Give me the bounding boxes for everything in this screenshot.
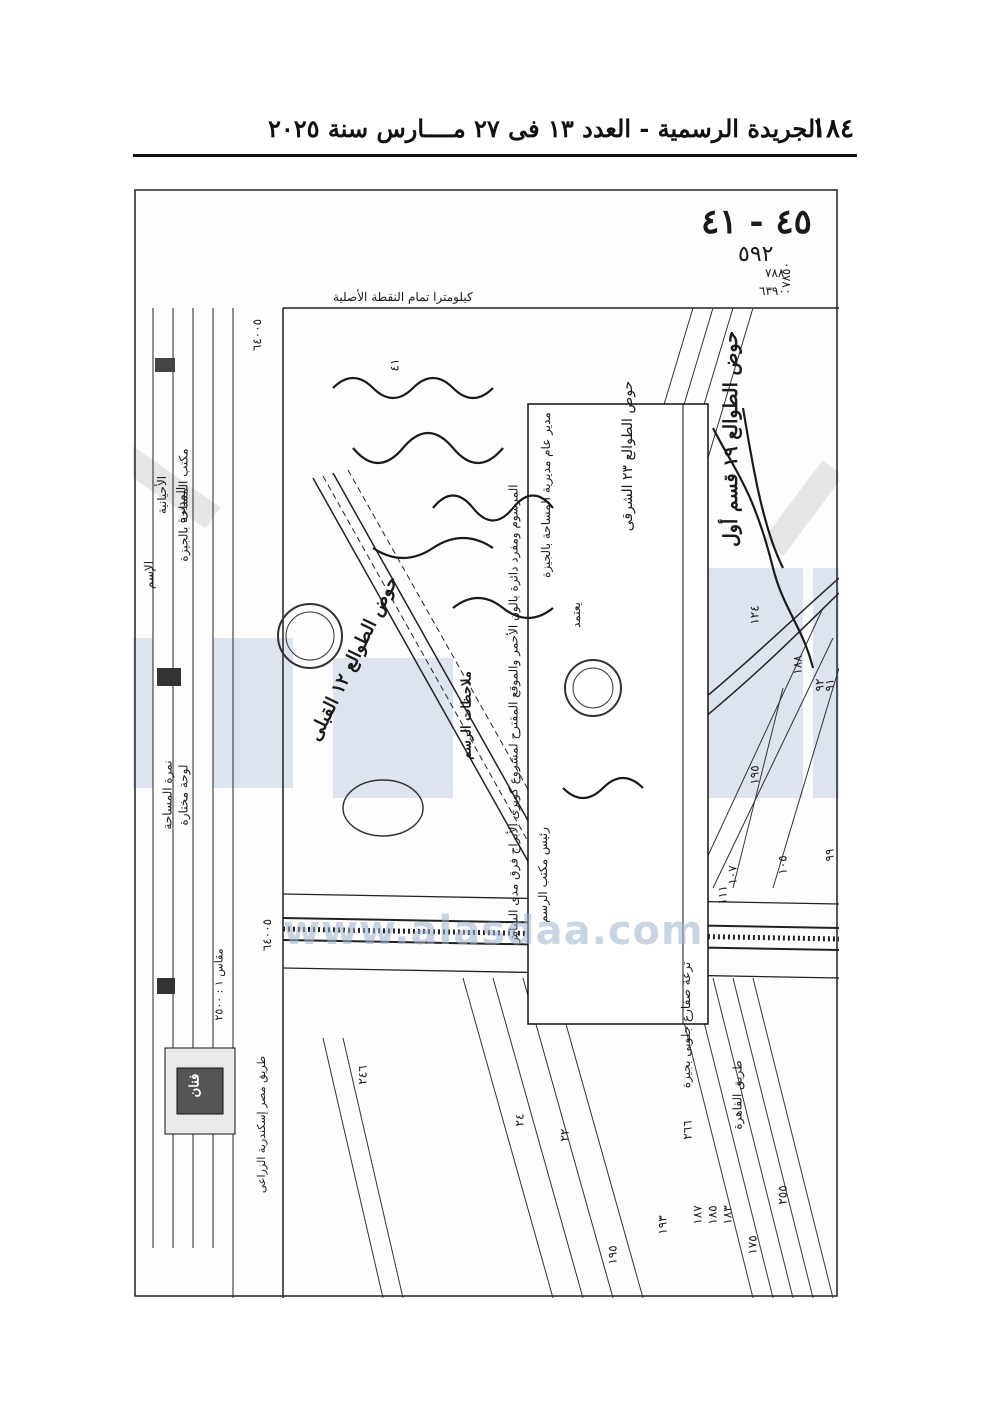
official-seal <box>277 603 622 837</box>
basin-label-1: حوض الطوالع ١٩ قسم أول <box>720 330 743 548</box>
parcel-number: ٢٤ <box>512 1113 527 1127</box>
legend-line-4: الإسم <box>142 560 157 590</box>
parcel-number: ١٧٥ <box>745 1235 760 1255</box>
coord-top-mid-2: ٦٣٩٠٠ <box>759 284 792 298</box>
parcel-number: ١٨٨ <box>790 655 805 675</box>
parcel-number: ١٨٥ <box>705 1205 720 1225</box>
parcel-number: ٩٩ <box>822 848 837 862</box>
reference-fraction-bottom: ٥٩٢ <box>738 242 774 267</box>
parcel-number: ١٩٣ <box>655 1215 670 1235</box>
legend-line-6: مقاس ١ : ٢٥٠٠ <box>212 948 226 1021</box>
parcel-number: ١٩٥ <box>747 765 762 785</box>
notes-line-1: المرسوم ومفرد دائرة بالون الأحمر والموقع… <box>506 484 521 946</box>
parcel-number: ١١١ <box>715 885 730 905</box>
parcel-number: ١٨٧ <box>690 1205 705 1225</box>
parcel-number: ٩١ <box>822 678 837 692</box>
parcel-number: ١٠٧ <box>725 865 740 885</box>
legend-line-5: لوحة مختارة <box>176 764 191 826</box>
gazette-header-title: الجريدة الرسمية - العدد ١٣ فى ٢٧ مــــار… <box>268 114 822 143</box>
reference-fraction-top: ٤٥ - ٤١ <box>701 202 812 242</box>
legend-icon <box>157 668 181 686</box>
coord-top-mid-1: ٧٨٨ <box>765 266 785 280</box>
notes-title: ملاحظات الرسم <box>459 671 475 760</box>
page-number: ١٨٤ <box>812 114 854 144</box>
parcel-number: ٢٥٥ <box>775 1185 790 1205</box>
cadastral-map-scan: ٤٥ - ٤١ ٥٩٢ كيلومترا تمام النقطة الأصلية… <box>133 188 839 1298</box>
handwriting <box>332 376 815 800</box>
coord-bottom-axis: ٦٤٠٠٥ <box>260 918 275 952</box>
legend-line-3: الأحيانية <box>155 475 170 515</box>
scale-box-label: فنان <box>187 1073 203 1098</box>
parcel-number: ٢٦٦ <box>680 1120 695 1140</box>
parcel-number: ١٢٤ <box>747 605 762 625</box>
header-rule <box>133 154 857 157</box>
road-label-2: طريق القاهرة <box>730 1060 745 1130</box>
road-label-1: ترعة صفارع جلوبى بجيزة <box>679 961 694 1089</box>
parcel-number: ١٨٣ <box>720 1205 735 1225</box>
notes-box <box>527 403 709 1025</box>
parcel-number: ٢٤٦ <box>355 1065 370 1085</box>
parcel-number: ١٩٥ <box>605 1245 620 1265</box>
basin-label-2: حوض الطوالع ٢٣ الشرقى <box>620 380 637 532</box>
notes-line-4: يعتمد <box>569 602 583 628</box>
parcel-number: ١٠٥ <box>775 855 790 875</box>
notes-line-2: مدير عام مديرية المساحة بالجيزة <box>538 412 553 578</box>
road-label-3: طريق مصر إسكندرية الزراعى <box>255 1055 269 1194</box>
top-label: كيلومترا تمام النقطة الأصلية <box>333 290 473 304</box>
parcel-number: ٤١ <box>387 358 402 372</box>
legend-line-2: المديرة <box>174 486 189 524</box>
watermark-url: www.alasdaa.com <box>283 908 704 954</box>
map-linework <box>133 189 839 1298</box>
legend-line-7: نمرة المساحة <box>160 760 175 830</box>
coord-left-axis: ٦٤٠٠٥ <box>250 318 265 352</box>
parcel-number: ٢٢ <box>557 1128 572 1142</box>
